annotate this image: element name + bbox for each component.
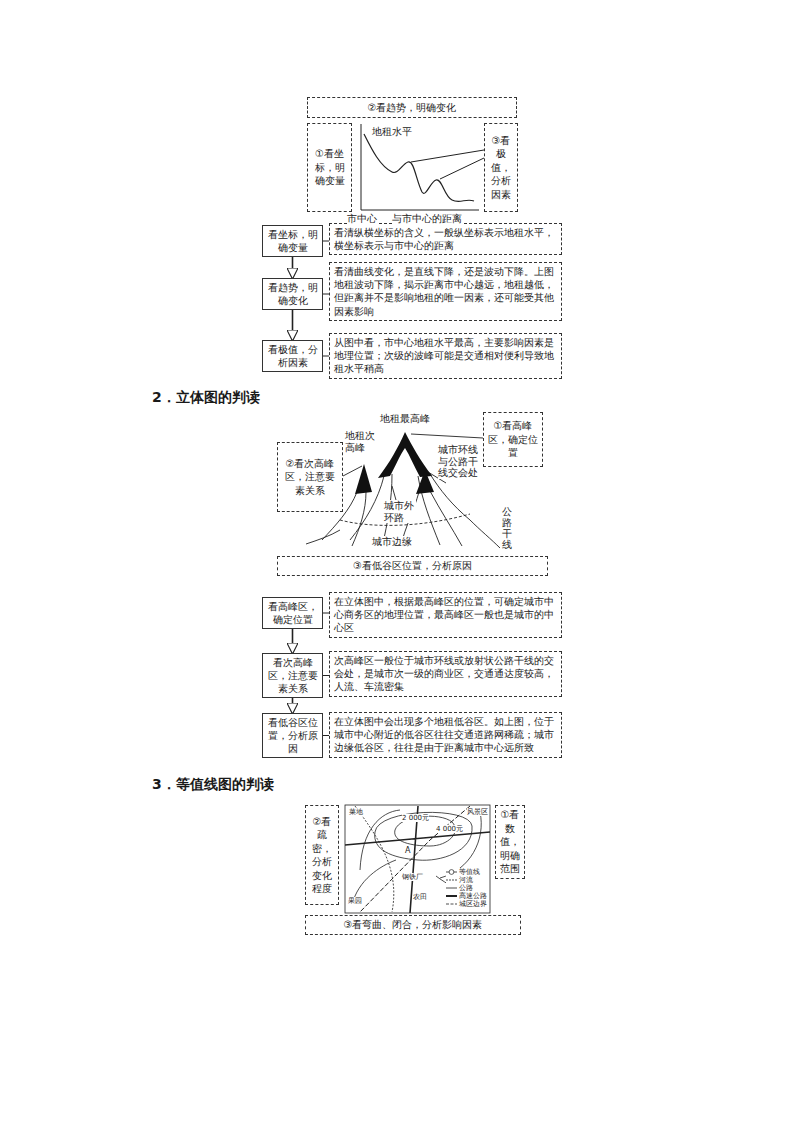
figure-label: 钢铁厂: [402, 873, 423, 881]
figure-label: 市中心: [347, 213, 377, 225]
figure-label: 果园: [348, 897, 362, 905]
legend-text: 等值线: [459, 868, 480, 876]
secondary-peak: [355, 464, 372, 494]
box-text: 从图中看，市中心地租水平最高，主要影响因素是地理位置；次级的波峰可能是交通相对便…: [334, 336, 557, 376]
legend-sample: [446, 893, 457, 899]
box-text: ③看极值，分析因素: [488, 134, 514, 202]
box-text: 看趋势，明确变化: [266, 281, 319, 307]
box-text: 看高峰区，确定位置: [266, 600, 319, 626]
rent-curve: [364, 134, 474, 201]
map-frame: [345, 805, 490, 913]
legend-row: 等值线: [446, 868, 487, 876]
box-text: 在立体图中会出现多个地租低谷区。如上图，位于城市中心附近的低谷区往往交通道路网稀…: [334, 715, 557, 755]
x-axis: [361, 210, 479, 211]
box-text: ②看次高峰区，注意要素关系: [281, 457, 339, 498]
isoline: [375, 812, 472, 860]
leader-line: [343, 466, 362, 476]
box-text: ③看弯曲、闭合，分析影响因素: [344, 918, 483, 932]
callout-box: ①看坐标，明确变量: [307, 123, 352, 212]
secondary-peak: [416, 470, 434, 494]
legend-text: 城区边界: [459, 900, 487, 908]
figure-label: 公路干线: [502, 506, 512, 550]
legend-sample: [446, 901, 457, 907]
section-heading: 2．立体图的判读: [152, 389, 260, 405]
figure-label: 农田: [413, 893, 427, 901]
legend-sample: [446, 885, 457, 891]
note-box: 从图中看，市中心地租水平最高，主要影响因素是地理位置；次级的波峰可能是交通相对便…: [329, 333, 562, 379]
callout-box: ①看高峰区，确定位置: [483, 412, 543, 467]
step-box: 看趋势，明确变化: [262, 278, 323, 310]
legend-text: 公路: [459, 884, 473, 892]
figure-label: 风景区: [467, 808, 488, 816]
step-box: 看次高峰区，注意要素关系: [262, 653, 323, 698]
callout-box: ②看趋势，明确变化: [307, 97, 517, 118]
callout-box: ②看疏密，分析变化程度: [305, 805, 339, 905]
callout-box: ①看数值，明确范围: [495, 805, 525, 879]
leader-line: [411, 434, 483, 438]
y-axis: [361, 124, 362, 210]
leader-line: [392, 486, 396, 500]
figure-label: 城市外环路: [384, 500, 416, 523]
box-text: 看清曲线变化，是直线下降，还是波动下降。上图地租波动下降，揭示距离市中心越远，地…: [334, 265, 557, 318]
figure-label: 菜地: [349, 808, 363, 816]
note-box: 次高峰区一般位于城市环线或放射状公路干线的交会处，是城市次一级的商业区，交通通达…: [329, 651, 562, 697]
box-text: 看坐标，明确变量: [266, 228, 319, 254]
callout-box: ③看极值，分析因素: [484, 123, 518, 212]
box-text: 次高峰区一般位于城市环线或放射状公路干线的交会处，是城市次一级的商业区，交通通达…: [334, 654, 557, 694]
legend-text: 高速公路: [459, 892, 487, 900]
callout-box: ③看低谷区位置，分析原因: [277, 556, 548, 576]
legend-text: 河流: [459, 876, 473, 884]
boundary: [360, 806, 470, 912]
slope-line: [322, 491, 462, 548]
legend-row: 河流: [446, 876, 487, 884]
leader-line: [440, 158, 484, 179]
box-text: 看清纵横坐标的含义，一般纵坐标表示地租水平，横坐标表示与市中心的距离: [334, 226, 557, 252]
note-box: 看清曲线变化，是直线下降，还是波动下降。上图地租波动下降，揭示距离市中心越远，地…: [329, 262, 562, 321]
legend-sample: [446, 869, 457, 875]
figure-label: 城市环线与公路干线交会处: [438, 444, 482, 479]
flow-arrow: [292, 310, 294, 340]
box-text: ②看趋势，明确变化: [368, 101, 457, 115]
road-line: [306, 520, 500, 548]
flow-arrow: [292, 257, 294, 278]
flow-arrow: [292, 629, 294, 653]
box-text: ③看低谷区位置，分析原因: [353, 559, 472, 573]
figure-label: 地租最高峰: [380, 413, 430, 425]
figure-label: 与市中心的距离: [392, 213, 462, 225]
section-heading: 3．等值线图的判读: [152, 776, 274, 792]
box-text: 看低谷区位置，分析原因: [266, 716, 319, 755]
legend: 等值线河流公路高速公路城区边界: [446, 868, 487, 908]
callout-box: ③看弯曲、闭合，分析影响因素: [305, 915, 521, 935]
figure-label: 2 000元: [402, 814, 429, 822]
box-text: 看极值，分析因素: [266, 343, 319, 369]
box-text: ①看数值，明确范围: [499, 808, 521, 876]
box-text: 在立体图中，根据最高峰区的位置，可确定城市中心商务区的地理位置，最高峰区一般也是…: [334, 595, 557, 635]
road: [345, 806, 490, 913]
figure-label: 城市边缘: [372, 536, 412, 548]
note-box: 在立体图中，根据最高峰区的位置，可确定城市中心商务区的地理位置，最高峰区一般也是…: [329, 592, 562, 638]
highest-peak: [378, 432, 432, 478]
flow-arrow: [292, 698, 294, 713]
step-box: 看低谷区位置，分析原因: [262, 713, 323, 758]
box-text: ②看疏密，分析变化程度: [309, 815, 335, 896]
legend-row: 高速公路: [446, 892, 487, 900]
legend-row: 城区边界: [446, 900, 487, 908]
figure-label: 地租水平: [372, 126, 412, 138]
step-box: 看坐标，明确变量: [262, 225, 323, 257]
step-box: 看高峰区，确定位置: [262, 597, 323, 629]
step-box: 看极值，分析因素: [262, 340, 323, 372]
box-text: ①看高峰区，确定位置: [487, 419, 539, 460]
figure-label: A: [405, 846, 410, 855]
note-box: 看清纵横坐标的含义，一般纵坐标表示地租水平，横坐标表示与市中心的距离: [329, 223, 562, 255]
figure-label: 4 000元: [436, 825, 463, 833]
figure-label: 地租次高峰: [345, 430, 377, 453]
legend-row: 公路: [446, 884, 487, 892]
callout-box: ②看次高峰区，注意要素关系: [277, 442, 343, 512]
box-text: 看次高峰区，注意要素关系: [266, 656, 319, 695]
note-box: 在立体图中会出现多个地租低谷区。如上图，位于城市中心附近的低谷区往往交通道路网稀…: [329, 712, 562, 758]
leader-line: [411, 150, 484, 162]
box-text: ①看坐标，明确变量: [311, 147, 348, 188]
legend-sample: [446, 877, 457, 883]
